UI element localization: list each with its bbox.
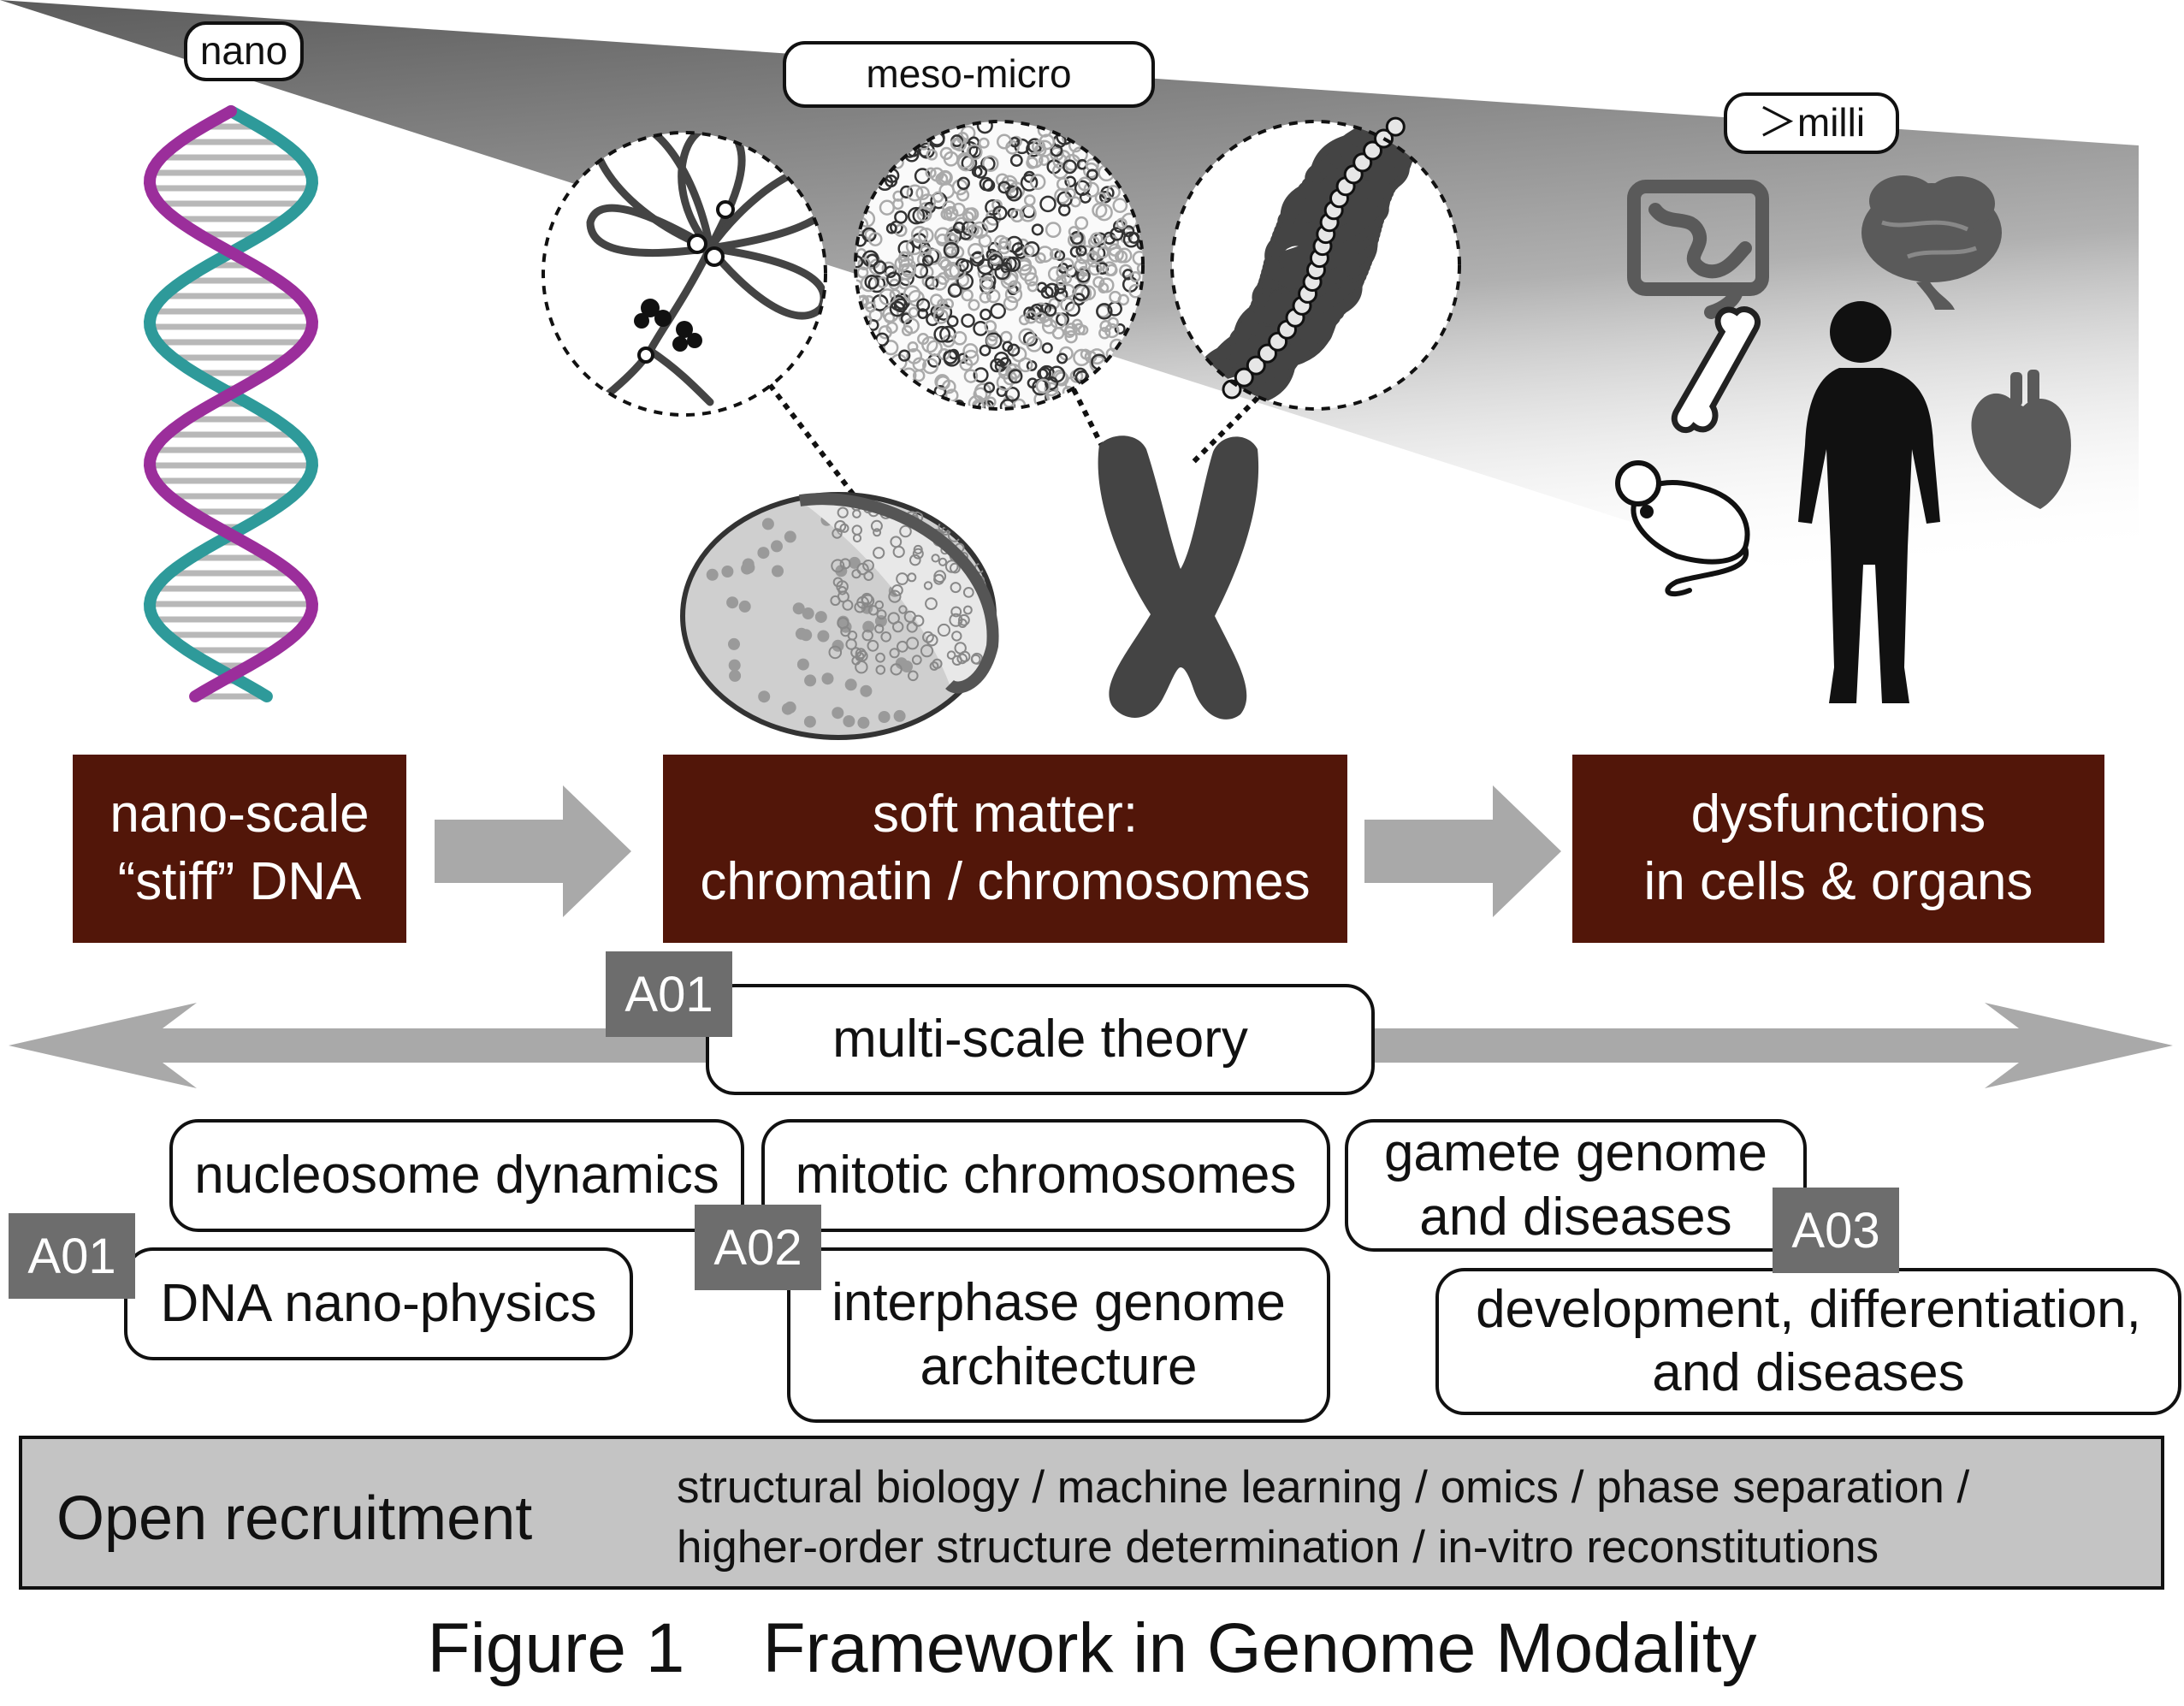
- dna-double-helix-icon: [143, 105, 319, 702]
- open-recruitment-topics: structural biology / machine learning / …: [677, 1462, 1970, 1573]
- chromosome-icon: [1098, 435, 1259, 720]
- bone-icon: [1672, 306, 1761, 434]
- chromatin-loop-icon: [542, 131, 827, 417]
- stage-box-soft-matter: soft matter: chromatin / chromosomes: [663, 755, 1347, 943]
- heart-icon: [1971, 370, 2071, 509]
- group-code-a03: A03: [1773, 1188, 1899, 1273]
- topic-interphase-genome: interphase genome architecture: [787, 1247, 1330, 1423]
- intestine-icon: [1627, 180, 1769, 319]
- scale-tag-milli: ＞milli: [1724, 92, 1899, 154]
- human-figure-icon: [1798, 301, 1940, 703]
- figure-caption: Figure 1 Framework in Genome Modality: [427, 1609, 1757, 1687]
- group-code-a01: A01: [9, 1213, 135, 1299]
- chromatin-cluster-icon: [854, 120, 1145, 411]
- stage-arrow-1: [435, 785, 631, 917]
- topic-multi-scale-theory: multi-scale theory: [706, 984, 1375, 1095]
- mouse-icon: [1615, 460, 1750, 597]
- open-recruitment-band: Open recruitment structural biology / ma…: [19, 1436, 2164, 1590]
- group-code-a02: A02: [695, 1205, 821, 1290]
- stage-arrow-2: [1364, 785, 1561, 917]
- topic-gamete-genome: gamete genome and diseases: [1345, 1119, 1807, 1252]
- stage-box-dysfunction: dysfunctions in cells & organs: [1572, 755, 2104, 943]
- open-recruitment-label: Open recruitment: [56, 1484, 533, 1553]
- topic-mitotic-chromosomes: mitotic chromosomes: [761, 1119, 1330, 1232]
- cell-nucleus-icon: [680, 492, 999, 740]
- topic-dna-nano-physics: DNA nano-physics: [124, 1247, 633, 1360]
- group-code-a01-theory: A01: [606, 951, 732, 1037]
- topic-development: development, differentiation, and diseas…: [1435, 1268, 2181, 1415]
- scale-tag-nano: nano: [184, 21, 304, 81]
- scale-tag-meso-micro: meso-micro: [783, 41, 1155, 108]
- stage-box-dna: nano-scale “stiff” DNA: [73, 755, 406, 943]
- topic-nucleosome-dynamics: nucleosome dynamics: [169, 1119, 744, 1232]
- brain-icon: [1861, 175, 2002, 310]
